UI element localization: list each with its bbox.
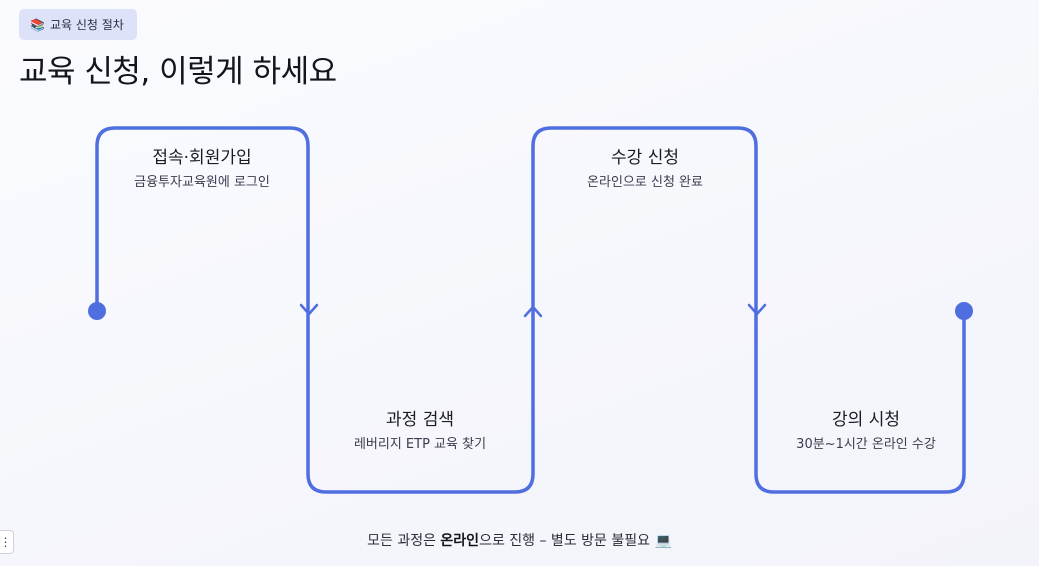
step-1: 접속·회원가입 금융투자교육원에 로그인 <box>127 147 277 191</box>
chevron-down-icon <box>747 303 767 316</box>
step-4-description: 30분~1시간 온라인 수강 <box>796 437 936 452</box>
step-4: 강의 시청 30분~1시간 온라인 수강 <box>791 409 941 453</box>
step-3-title: 수강 신청 <box>611 148 679 168</box>
footer-text-after: 으로 진행 – 별도 방문 불필요 <box>479 533 650 549</box>
footer-emphasis: 온라인 <box>440 533 480 549</box>
step-2-title: 과정 검색 <box>386 410 454 430</box>
step-1-title: 접속·회원가입 <box>152 148 252 168</box>
page-title: 교육 신청, 이렇게 하세요 <box>19 54 337 90</box>
books-icon: 📚 <box>30 17 45 32</box>
more-options-button[interactable]: ⋮ <box>0 530 14 554</box>
chevron-up-icon <box>523 305 543 318</box>
laptop-icon: 💻 <box>654 533 672 549</box>
step-3-description: 온라인으로 신청 완료 <box>587 175 703 190</box>
chevron-down-icon <box>299 303 319 316</box>
footer-note: 모든 과정은 온라인으로 진행 – 별도 방문 불필요 💻 <box>0 530 1039 550</box>
step-4-title: 강의 시청 <box>832 410 900 430</box>
serpentine-line <box>95 126 966 494</box>
footer-text-before: 모든 과정은 <box>367 533 441 549</box>
step-1-description: 금융투자교육원에 로그인 <box>134 175 270 190</box>
badge-label: 교육 신청 절차 <box>49 18 124 32</box>
start-dot <box>88 302 106 320</box>
step-2-description: 레버리지 ETP 교육 찾기 <box>353 437 487 452</box>
step-3: 수강 신청 온라인으로 신청 완료 <box>570 147 720 191</box>
step-2: 과정 검색 레버리지 ETP 교육 찾기 <box>345 409 495 453</box>
end-dot <box>955 302 973 320</box>
section-badge: 📚 교육 신청 절차 <box>19 9 137 40</box>
